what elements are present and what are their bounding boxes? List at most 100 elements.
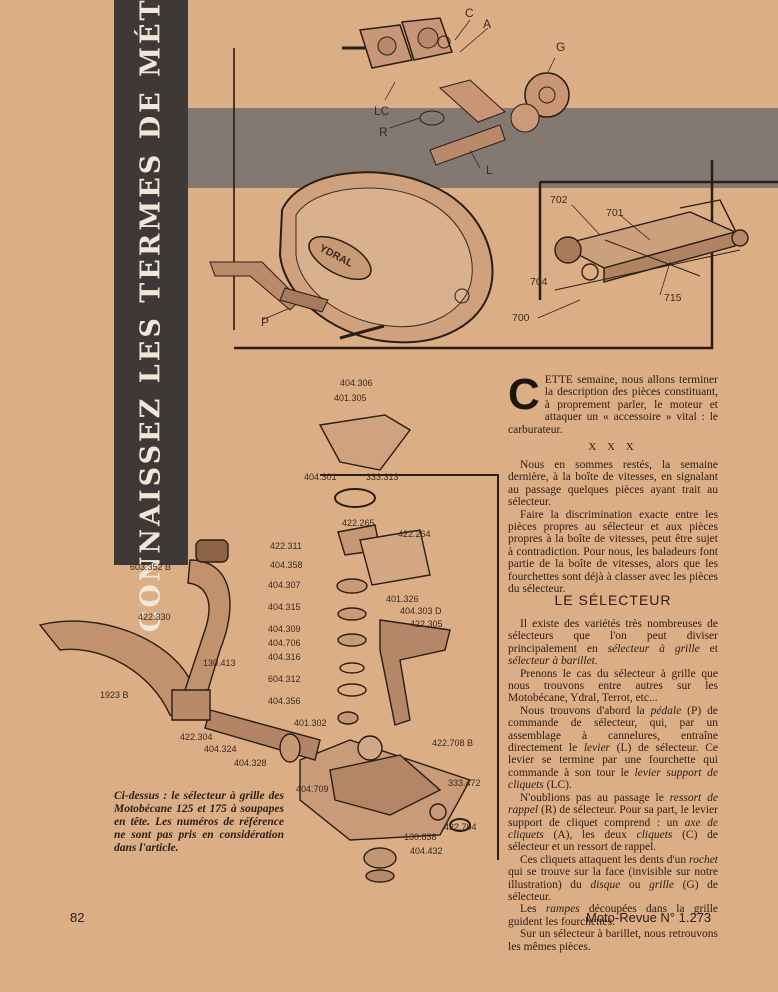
ref-401-326: 401.326	[386, 594, 419, 604]
ref-715: 715	[664, 292, 682, 304]
label-A: A	[483, 17, 492, 31]
ref-422-708-b: 422.708 B	[432, 738, 474, 748]
p6-italic-2: axe de cliquets	[508, 816, 718, 841]
paragraph-7: Ces cliquets attaquent les dents d'un ro…	[508, 854, 718, 904]
article-intro: C ETTE semaine, nous allons terminer la …	[508, 370, 718, 436]
ref-404-706: 404.706	[268, 638, 301, 648]
ref-401-302: 401.302	[294, 718, 327, 728]
section-title: LE SÉLECTEUR	[554, 592, 672, 608]
ref-422-330: 422.330	[138, 612, 171, 622]
ref-404-432: 404.432	[410, 846, 443, 856]
p5-text-1: Nous trouvons d'abord la	[520, 704, 651, 717]
ref-404-301: 404.301	[304, 472, 337, 482]
p5-text-3: (L) de sélecteur. Ce levier se termine p…	[508, 742, 719, 779]
label-LC: LC	[374, 104, 390, 118]
p7-text-3: ou	[620, 878, 650, 891]
caption-text-3: des Motobécane 125 et 175 à soupapes en …	[114, 790, 284, 854]
drop-cap: C	[508, 370, 540, 419]
p7-text-1: Ces cliquets attaquent les dents d'un	[520, 853, 690, 866]
ref-404-315: 404.315	[268, 602, 301, 612]
p5-italic-3: levier support de cliquets	[508, 766, 718, 792]
p5-italic-1: pédale	[650, 704, 682, 717]
label-G: G	[556, 40, 566, 54]
ref-404-324: 404.324	[204, 744, 237, 754]
ref-422-305: 422.305	[410, 619, 443, 629]
p5-italic-2: levier	[583, 742, 611, 755]
ref-422-265: 422.265	[342, 518, 375, 528]
p7-italic-3: grille	[649, 878, 674, 891]
ref-422-304: 422.304	[180, 732, 213, 742]
ref-404-709: 404.709	[296, 784, 329, 794]
magazine-issue: Moto-Revue N° 1.273	[586, 910, 712, 925]
p8-text-1: Les	[520, 903, 546, 916]
ref-422-704: 422.704	[444, 822, 477, 832]
ref-422-264: 422.264	[398, 529, 431, 539]
paragraph-6: N'oublions pas au passage le ressort de …	[508, 792, 718, 854]
ref-404-307: 404.307	[268, 580, 301, 590]
ref-603-352-b: 603.352 B	[130, 562, 172, 572]
ref-701: 701	[606, 207, 624, 219]
p8-italic-1: rampes	[545, 903, 580, 916]
p7-text-4: (G) de sélecteur.	[508, 878, 718, 903]
ref-401-305: 401.305	[334, 393, 367, 403]
ref-333-472: 333.472	[448, 778, 481, 788]
grey-vertical-band	[114, 0, 188, 565]
paragraph-1: Nous en sommes restés, la semaine derniè…	[508, 459, 718, 509]
p6-text-3: (A), les deux	[543, 828, 637, 841]
ref-404-309: 404.309	[268, 624, 301, 634]
section-separator: X X X	[588, 441, 638, 453]
ref-404-328: 404.328	[234, 758, 267, 768]
paragraph-9: Sur un sélecteur à barillet, nous retrou…	[508, 928, 718, 953]
p6-italic-3: cliquets	[636, 828, 673, 841]
label-R: R	[379, 125, 388, 139]
label-C: C	[465, 6, 474, 20]
exploded-selector-drawing	[38, 414, 472, 883]
intro-paragraph: ETTE semaine, nous allons terminer la de…	[508, 374, 718, 436]
p3-text-2: et	[699, 642, 718, 655]
ref-333-313: 333.313	[366, 472, 399, 482]
ref-700: 700	[512, 312, 530, 324]
p7-italic-1: rochet	[689, 853, 718, 866]
p6-text-1: N'oublions pas au passage le	[520, 791, 670, 804]
ref-1923-b: 1923 B	[100, 690, 129, 700]
paragraph-8: Les rampes découpées dans la grille guid…	[508, 903, 718, 928]
p7-italic-2: disque	[590, 878, 621, 891]
page-number: 82	[70, 910, 85, 925]
ref-604-312: 604.312	[268, 674, 301, 684]
label-P: P	[261, 315, 270, 329]
ref-404-303-d: 404.303 D	[400, 606, 442, 616]
ref-704: 704	[530, 276, 548, 288]
ref-130-838: 130.838	[404, 832, 437, 842]
paragraph-5: Nous trouvons d'abord la pédale (P) de c…	[508, 705, 718, 792]
p6-text-2: (R) de sélecteur. Pour sa part, le levie…	[508, 804, 718, 829]
p8-text-2: découpées dans la grille guident les fou…	[508, 903, 719, 928]
figure-caption: Ci-dessus : le sélecteur à grille des Mo…	[114, 790, 284, 855]
p3-italic-2: sélecteur à barillet.	[508, 655, 598, 668]
ref-422-311: 422.311	[270, 541, 302, 551]
p6-text-4: (C) de sélecteur et un ressort de rappel…	[508, 828, 719, 854]
label-L: L	[486, 163, 493, 177]
caption-text-1: Ci-dessus : le sélecteur	[114, 790, 230, 802]
p3-italic-1: sélecteur à grille	[607, 642, 700, 655]
article-part-1: Nous en sommes restés, la semaine derniè…	[508, 459, 718, 595]
casing-drawing	[209, 17, 570, 344]
paragraph-2: Faire la discrimination exacte entre les…	[508, 508, 718, 596]
p5-text-4: (LC).	[543, 779, 572, 792]
ref-404-358: 404.358	[270, 560, 303, 570]
ref-404-356: 404.356	[268, 696, 301, 706]
barillet-drawing	[554, 199, 749, 291]
caption-text-2: à grille	[229, 790, 265, 802]
article-part-2: Il existe des variétés très nombreuses d…	[508, 618, 718, 953]
ref-702: 702	[550, 194, 568, 206]
ref-404-306: 404.306	[340, 378, 373, 388]
p3-text: Il existe des variétés très nombreuses d…	[508, 618, 718, 655]
paragraph-4: Prenons le cas du sélecteur à grille que…	[508, 667, 718, 705]
p7-text-2: qui se trouve sur la face (invisible sur…	[508, 866, 718, 891]
p6-italic-1: ressort de rappel	[508, 791, 718, 817]
p5-text-2: (P) de commande de sélecteur, qui, par u…	[508, 704, 718, 755]
ref-404-316: 404.316	[268, 652, 301, 662]
ref-130-413: 130.413	[203, 658, 236, 668]
paragraph-3: Il existe des variétés très nombreuses d…	[508, 618, 718, 668]
